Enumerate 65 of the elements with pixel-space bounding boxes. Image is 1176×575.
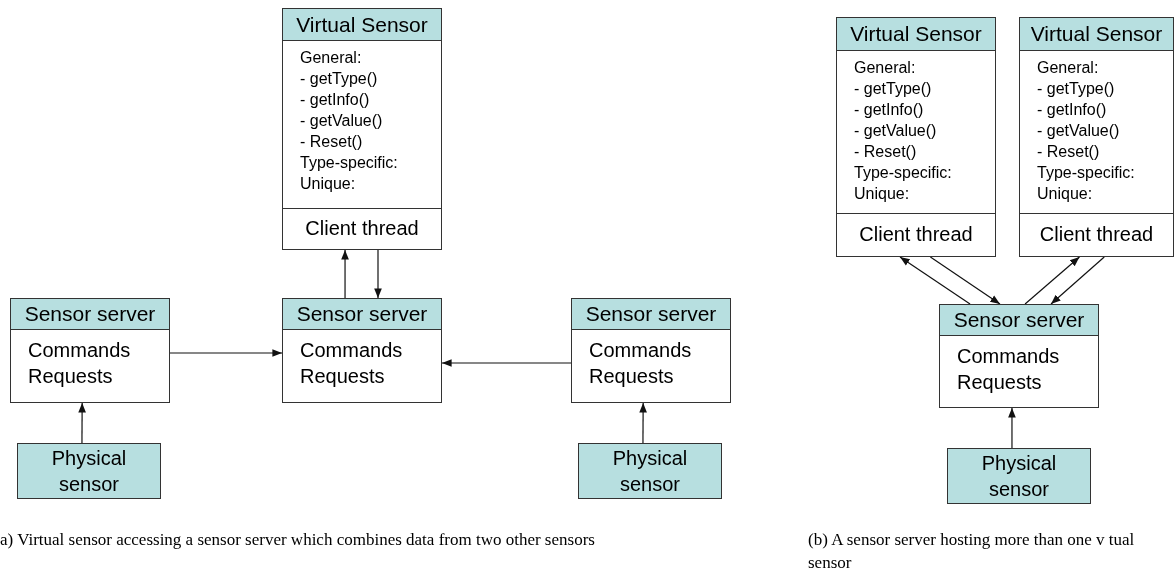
- sensor-label: Physical sensor: [50, 446, 128, 497]
- class-box: [1019, 17, 1174, 257]
- compartment-text: Client thread: [1020, 213, 1173, 256]
- sensor-box: [578, 443, 722, 499]
- attribute-text: Requests: [300, 364, 386, 389]
- class-title: Sensor server: [572, 299, 730, 330]
- method-text: Type-specific:: [853, 163, 953, 183]
- arrow: [929, 256, 1001, 305]
- server-box: [10, 298, 170, 403]
- arrow: [899, 256, 971, 305]
- compartment-text: Client thread: [837, 213, 995, 256]
- arrow: [1050, 256, 1105, 305]
- sensor-box: [947, 448, 1091, 504]
- arrow: [639, 402, 647, 444]
- arrow: [169, 349, 283, 357]
- attribute-text: Commands: [589, 338, 693, 363]
- method-text: - getValue(): [1036, 121, 1121, 141]
- method-text: - getInfo(): [853, 100, 925, 120]
- class-title: Virtual Sensor: [1020, 18, 1173, 51]
- attribute-text: Commands: [300, 338, 404, 363]
- method-text: Unique:: [299, 174, 357, 194]
- server-box: [571, 298, 731, 403]
- method-text: - getType(): [1036, 79, 1116, 99]
- method-text: - getInfo(): [1036, 100, 1108, 120]
- class-box: [282, 8, 442, 250]
- method-text: - getValue(): [853, 121, 938, 141]
- arrow: [1024, 256, 1081, 305]
- class-title: Sensor server: [940, 305, 1098, 336]
- method-text: Unique:: [1036, 184, 1094, 204]
- class-title: Sensor server: [283, 299, 441, 330]
- method-text: General:: [299, 48, 363, 68]
- caption: a) Virtual sensor accessing a sensor server which combines data from two other sensors: [0, 529, 596, 551]
- method-text: - getType(): [299, 69, 379, 89]
- method-text: General:: [853, 58, 917, 78]
- method-text: - Reset(): [299, 132, 364, 152]
- method-text: - getValue(): [299, 111, 384, 131]
- attribute-text: Requests: [28, 364, 114, 389]
- attribute-text: Requests: [589, 364, 675, 389]
- caption: (b) A sensor server hosting more than one v tual sensor: [808, 529, 1136, 574]
- attribute-text: Commands: [28, 338, 132, 363]
- attribute-text: Commands: [957, 344, 1061, 369]
- sensor-label: Physical sensor: [611, 446, 689, 497]
- method-text: Unique:: [853, 184, 911, 204]
- class-title: Virtual Sensor: [283, 9, 441, 41]
- arrow: [341, 249, 349, 299]
- method-text: Type-specific:: [1036, 163, 1136, 183]
- method-text: General:: [1036, 58, 1100, 78]
- server-box: [939, 304, 1099, 408]
- class-title: Virtual Sensor: [837, 18, 995, 51]
- attribute-text: Requests: [957, 370, 1043, 395]
- sensor-label: Physical sensor: [980, 451, 1058, 502]
- method-text: - Reset(): [1036, 142, 1101, 162]
- compartment-text: Client thread: [283, 208, 441, 249]
- server-box: [282, 298, 442, 403]
- method-text: - getType(): [853, 79, 933, 99]
- method-text: - Reset(): [853, 142, 918, 162]
- arrow: [441, 359, 572, 367]
- method-text: Type-specific:: [299, 153, 399, 173]
- class-box: [836, 17, 996, 257]
- sensor-box: [17, 443, 161, 499]
- class-title: Sensor server: [11, 299, 169, 330]
- arrow: [1008, 407, 1016, 449]
- method-text: - getInfo(): [299, 90, 371, 110]
- arrow: [374, 249, 382, 299]
- arrow: [78, 402, 86, 444]
